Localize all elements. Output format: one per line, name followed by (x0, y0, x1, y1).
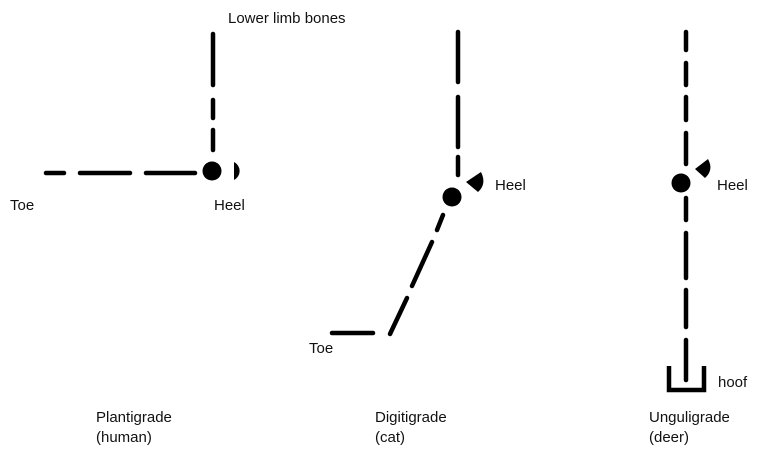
unguligrade-hoof-label: hoof (718, 374, 748, 391)
digitigrade-toe-label: Toe (309, 340, 333, 357)
unguligrade-heel-label: Heel (717, 177, 748, 194)
plantigrade-panel: Toe Heel Plantigrade (human) (10, 34, 245, 446)
plantigrade-heel-label: Heel (214, 197, 245, 214)
unguligrade-heel-bone (695, 159, 710, 178)
lower-limb-bones-label: Lower limb bones (228, 10, 346, 27)
plantigrade-caption-name: Plantigrade (96, 409, 172, 426)
digitigrade-foot-segment (412, 242, 432, 286)
unguligrade-panel: Heel hoof Unguligrade (deer) (649, 32, 748, 446)
unguligrade-caption-name: Unguligrade (649, 409, 730, 426)
digitigrade-panel: Heel Toe Digitigrade (cat) (309, 32, 526, 446)
plantigrade-heel-bone (234, 162, 240, 180)
plantigrade-caption-species: (human) (96, 429, 152, 446)
digitigrade-caption-species: (cat) (375, 429, 405, 446)
digitigrade-foot-segment (390, 298, 407, 334)
digitigrade-ankle-joint (443, 188, 462, 207)
digitigrade-heel-bone (466, 172, 483, 192)
plantigrade-toe-label: Toe (10, 197, 34, 214)
unguligrade-ankle-joint (672, 174, 691, 193)
digitigrade-heel-label: Heel (495, 177, 526, 194)
unguligrade-caption-species: (deer) (649, 429, 689, 446)
digitigrade-caption-name: Digitigrade (375, 409, 447, 426)
plantigrade-ankle-joint (203, 162, 222, 181)
digitigrade-foot-segment (437, 215, 443, 230)
